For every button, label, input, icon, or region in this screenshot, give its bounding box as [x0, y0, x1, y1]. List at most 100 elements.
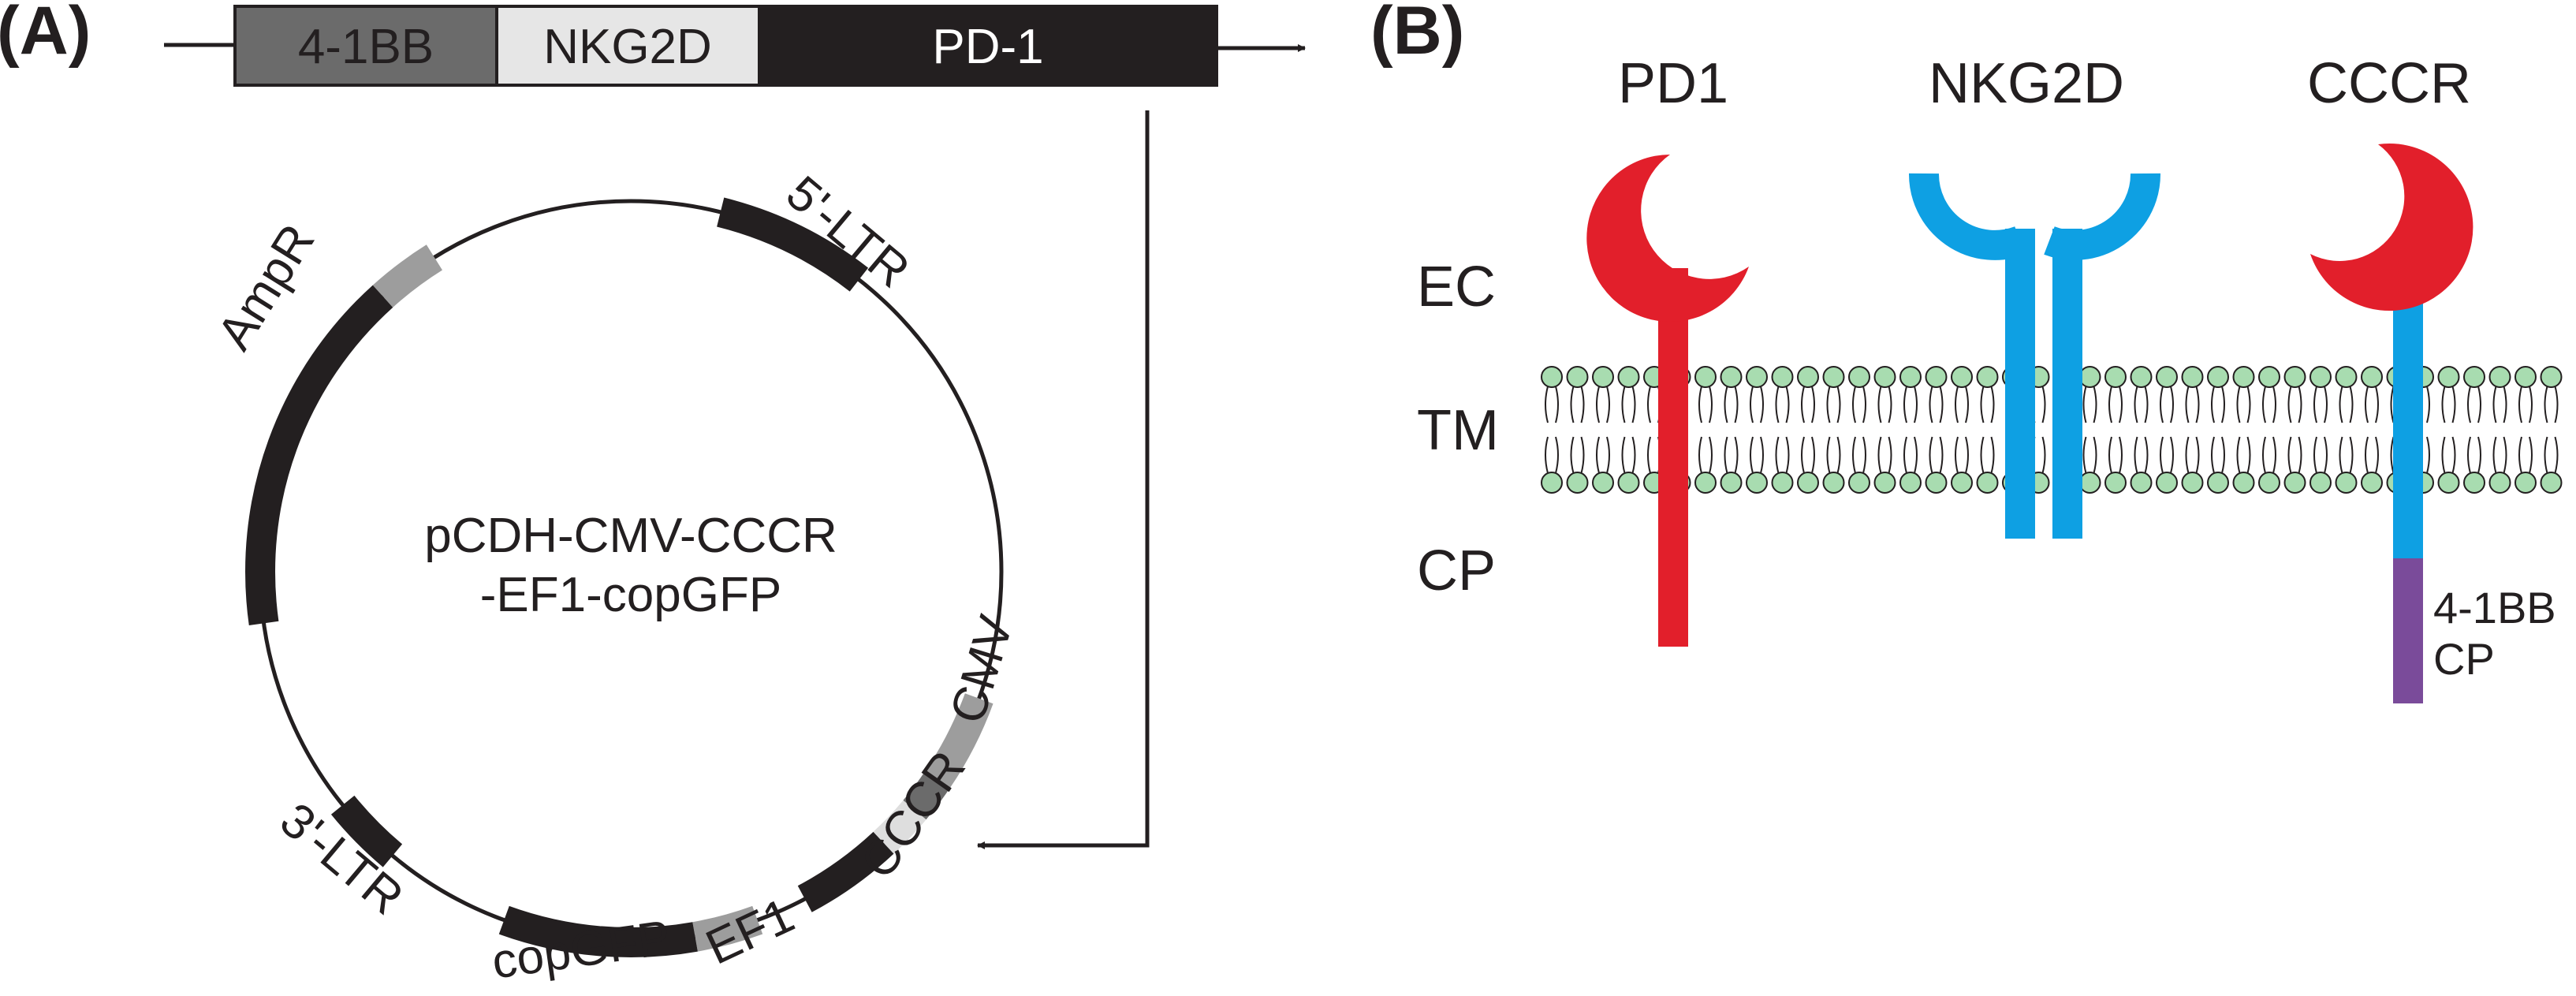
- lipid-head: [1746, 472, 1768, 494]
- lipid-head: [1617, 472, 1640, 494]
- feature-ef1: [692, 905, 763, 952]
- lipid-tail: [2211, 386, 2215, 423]
- lipid-tail: [2287, 386, 2292, 423]
- lipid-tail: [1929, 436, 1933, 474]
- lipid-head: [2104, 366, 2127, 388]
- lipid-tail: [2426, 436, 2430, 474]
- lipid-tail: [2134, 386, 2138, 423]
- lipid-tail: [2324, 386, 2328, 423]
- pd1-stalk: [1658, 268, 1688, 647]
- lipid-head: [2181, 472, 2204, 494]
- lipid-head: [2309, 472, 2332, 494]
- lipid-tail: [1760, 436, 1764, 474]
- lipid-tail: [1939, 386, 1944, 423]
- lipid-tail: [2477, 386, 2481, 423]
- lipid-head: [1976, 472, 1999, 494]
- lipid-tail: [2119, 386, 2123, 423]
- lipid-tail: [2324, 436, 2328, 474]
- lipid-tail: [2082, 386, 2087, 423]
- nkg2d-left-head: [1908, 173, 2026, 260]
- feature-cmv-light: [873, 800, 926, 854]
- lipid-tail: [1698, 386, 1702, 423]
- lipid-tail: [1903, 436, 1907, 474]
- feature-ampr-gray: [372, 244, 443, 308]
- lipid-tail: [1606, 436, 1610, 474]
- lipid-tail: [1775, 436, 1780, 474]
- lipid-tail: [1750, 386, 1754, 423]
- lipid-tail: [2221, 436, 2225, 474]
- feature-ampr: [245, 285, 393, 626]
- lipid-tail: [1903, 386, 1907, 423]
- lipid-tail: [2518, 436, 2522, 474]
- cccr-cp-label-line1: 4-1BB: [2433, 583, 2556, 632]
- lipid-head: [2104, 472, 2127, 494]
- lipid-tail: [2544, 386, 2548, 423]
- lipid-head: [1925, 472, 1948, 494]
- panel-a-label: (A): [0, 0, 91, 69]
- cccr-41bb-cp: [2393, 558, 2423, 703]
- lipid-tail: [2349, 436, 2354, 474]
- lipid-tail: [2441, 386, 2446, 423]
- lipid-tail: [1709, 386, 1713, 423]
- nkg2d-right-stalk: [2052, 229, 2082, 539]
- lipid-tail: [1570, 386, 1575, 423]
- lipid-head: [1541, 366, 1563, 388]
- lipid-tail: [1888, 436, 1892, 474]
- lipid-tail: [1852, 386, 1856, 423]
- lipid-tail: [2272, 386, 2276, 423]
- plasmid-name-line1: pCDH-CMV-CCCR: [424, 509, 837, 563]
- lipid-tail: [2313, 436, 2317, 474]
- lipid-head: [1899, 472, 1922, 494]
- segment-nkg2d: [495, 5, 761, 87]
- lipid-head: [1617, 366, 1640, 388]
- lipid-head: [2207, 472, 2229, 494]
- lipid-head: [2540, 366, 2563, 388]
- lipid-tail: [1811, 436, 1815, 474]
- label-cccr: CCCR: [851, 741, 976, 888]
- plasmid-name-line2: -EF1-copGFP: [480, 568, 781, 622]
- lipid-tail: [1980, 386, 1985, 423]
- lipid-tail: [2160, 436, 2164, 474]
- lipid-tail: [1596, 436, 1600, 474]
- lipid-tail: [2144, 386, 2149, 423]
- lipid-tail: [1724, 386, 1728, 423]
- feature-copgfp: [498, 905, 698, 957]
- lipid-head: [1951, 472, 1973, 494]
- lipid-head: [2258, 472, 2280, 494]
- lipid-tail: [1888, 386, 1892, 423]
- lipid-tail: [1724, 436, 1728, 474]
- lipid-tail: [2160, 386, 2164, 423]
- lipid-tail: [2134, 436, 2138, 474]
- lipid-tail: [2518, 386, 2522, 423]
- lipid-head: [1541, 472, 1563, 494]
- lipid-tail: [2365, 436, 2369, 474]
- insert-arrow: [977, 110, 1150, 849]
- lipid-head: [2130, 472, 2153, 494]
- feature-5ltr: [716, 197, 869, 292]
- lipid-tail: [1545, 436, 1549, 474]
- lipid-tail: [1570, 436, 1575, 474]
- lipid-tail: [1606, 386, 1610, 423]
- segment-41bb-label: 4-1BB: [298, 20, 434, 74]
- lipid-tail: [2554, 386, 2559, 423]
- lipid-tail: [2492, 436, 2497, 474]
- lipid-tail: [1990, 386, 1995, 423]
- lipid-tail: [2195, 436, 2200, 474]
- lipid-head: [2514, 472, 2537, 494]
- lipid-tail: [1852, 436, 1856, 474]
- lipid-head: [1899, 366, 1922, 388]
- lipid-head: [2181, 366, 2204, 388]
- lipid-tail: [1965, 386, 1969, 423]
- lipid-tail: [1929, 386, 1933, 423]
- lipid-tail: [1862, 436, 1866, 474]
- lipid-tail: [2375, 386, 2379, 423]
- lipid-head: [2463, 472, 2485, 494]
- lipid-tail: [1580, 436, 1585, 474]
- lipid-tail: [2170, 436, 2174, 474]
- lipid-tail: [2467, 386, 2471, 423]
- lipid-tail: [2108, 436, 2112, 474]
- lipid-tail: [1750, 436, 1754, 474]
- label-ampr: AmpR: [207, 215, 326, 360]
- lipid-head: [2232, 366, 2255, 388]
- lipid-tail: [2339, 386, 2343, 423]
